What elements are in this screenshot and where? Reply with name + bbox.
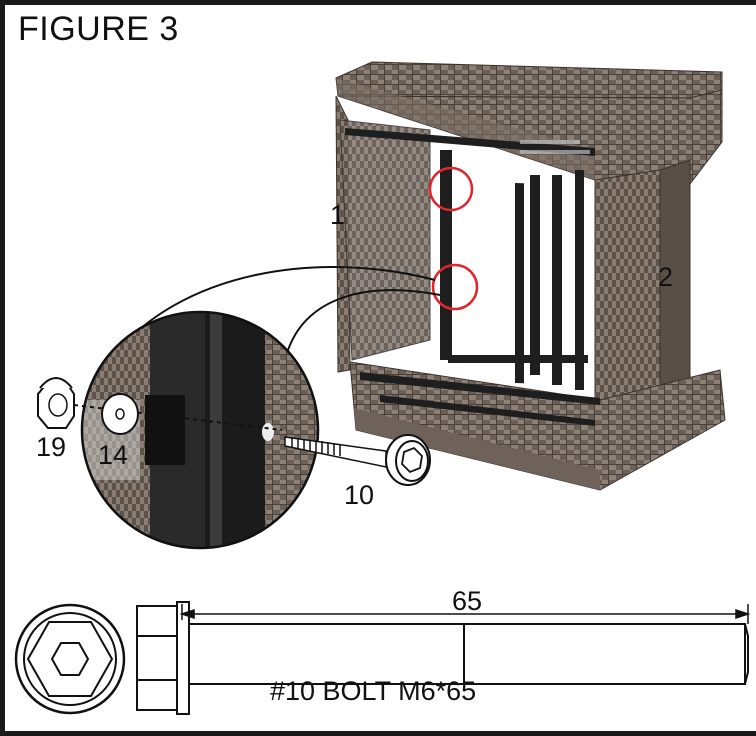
cap-nut-19	[37, 377, 75, 429]
bolt-length-dimension: 65	[452, 586, 483, 616]
bolt-side-view	[136, 601, 749, 715]
part-label-washer-14: 14	[98, 440, 129, 470]
bolt-end-view	[14, 603, 126, 715]
bolt-10	[284, 434, 431, 486]
highlight-circle-lower	[431, 263, 479, 311]
dimension-line-65	[179, 604, 751, 624]
callout-line-lower	[284, 289, 441, 361]
highlight-circle-upper	[428, 166, 474, 212]
bolt-caption: #10 BOLT M6*65	[270, 676, 477, 706]
part-label-bolt-10: 10	[344, 480, 375, 510]
part-label-side-2: 2	[658, 262, 674, 292]
part-label-side-1: 1	[330, 200, 346, 230]
washer-14	[101, 393, 139, 435]
zoom-circle-border	[80, 310, 320, 550]
wicker-table	[335, 61, 726, 491]
part-label-cap-nut-19: 19	[36, 432, 67, 462]
figure-title: FIGURE 3	[18, 10, 179, 48]
